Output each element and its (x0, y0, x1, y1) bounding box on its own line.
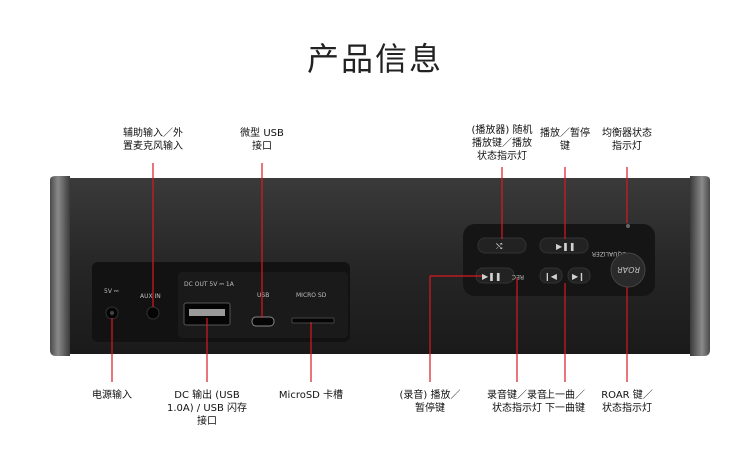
label-shuffle: (播放器) 随机 播放键／播放 状态指示灯 (471, 125, 533, 162)
microsd-slot (291, 317, 335, 324)
label-rec-key: 录音键／录音 状态指示灯 (487, 390, 547, 414)
page-title: 产品信息 (306, 40, 443, 78)
roar-button (610, 252, 646, 288)
left-end-cap (50, 176, 70, 356)
micro-usb-label: USB (257, 292, 269, 299)
aux-port (146, 306, 160, 320)
microsd-label: MICRO SD (296, 292, 327, 299)
equalizer-label: EQUALIZER (592, 250, 626, 257)
prev-button (539, 267, 563, 284)
label-equalizer: 均衡器状态 指示灯 (602, 128, 652, 152)
shuffle-glyph: ⤭ (496, 242, 503, 251)
rec-play-glyph: ▶❚❚ (482, 272, 502, 281)
dc-out-label: DC OUT 5V ⎓ 1A (184, 281, 235, 288)
aux-port-label: AUX IN (140, 293, 161, 300)
micro-usb-port (251, 316, 275, 327)
play-pause-button (539, 237, 589, 254)
label-rec-play: (录音) 播放／ 暂停键 (399, 390, 461, 414)
label-micro-usb: 微型 USB 接口 (240, 128, 284, 152)
prev-glyph: ❙◀ (544, 272, 558, 281)
label-play-pause: 播放／暂停 键 (540, 128, 590, 152)
roar-label: ROAR (617, 265, 640, 274)
label-microsd: MicroSD 卡槽 (278, 390, 344, 401)
label-roar: ROAR 键／ 状态指示灯 (601, 390, 653, 414)
rec-label: REC (512, 273, 524, 280)
label-aux-in: 辅助输入／外 置麦克风输入 (123, 128, 183, 152)
next-glyph: ▶❙ (572, 272, 585, 281)
right-end-cap (690, 176, 710, 356)
play-pause-glyph: ▶❚❚ (556, 242, 576, 251)
next-button (567, 267, 591, 284)
label-dc-out: DC 输出 (USB 1.0A) / USB 闪存 接口 (166, 390, 248, 427)
equalizer-led (626, 224, 630, 228)
label-power-in: 电源输入 (92, 390, 132, 401)
power-port-label: 5V ⎓ (104, 288, 119, 295)
label-prev-next: 上一曲／ 下一曲键 (545, 390, 585, 414)
